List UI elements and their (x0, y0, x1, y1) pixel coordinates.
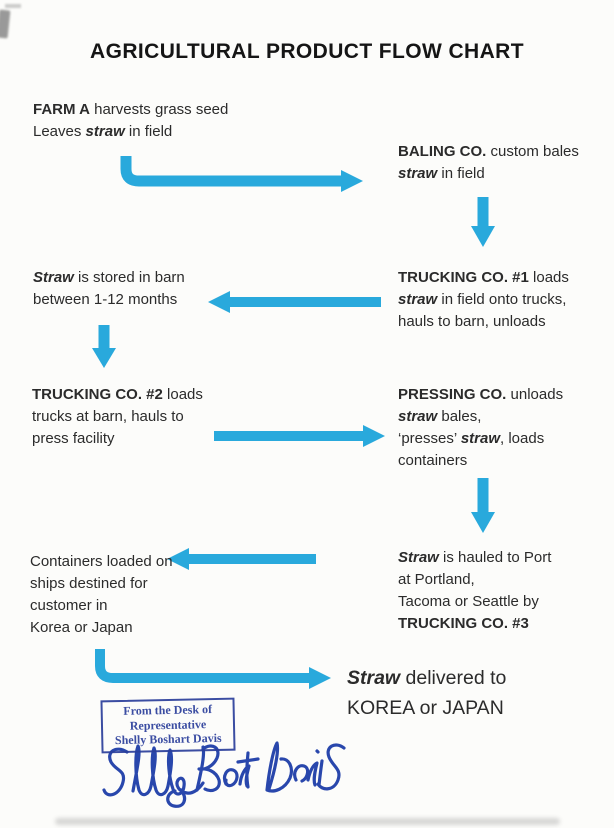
arrow-baling-to-trucking1 (471, 197, 495, 247)
arrow-containers-to-delivery (95, 649, 331, 689)
scan-artifact (0, 9, 11, 39)
arrow-trucking2-to-pressing (214, 425, 385, 447)
arrow-storage-to-trucking2 (92, 325, 116, 368)
arrow-port-to-containers (167, 548, 316, 570)
page-title: AGRICULTURAL PRODUCT FLOW CHART (90, 40, 524, 63)
arrow-farm-to-baling (120, 156, 363, 192)
signature-ink (102, 741, 346, 808)
scan-artifact (5, 4, 21, 8)
arrow-trucking1-to-storage (208, 291, 381, 313)
arrow-pressing-to-port (471, 478, 495, 533)
scan-artifact (55, 818, 560, 825)
